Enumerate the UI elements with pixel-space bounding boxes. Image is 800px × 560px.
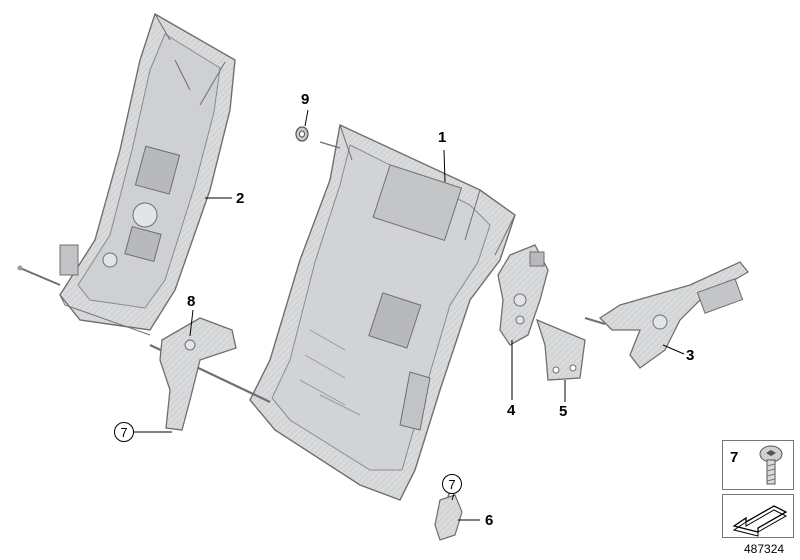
bracket-plate <box>535 318 586 381</box>
arrow-icon <box>732 505 788 537</box>
bushing <box>295 126 341 149</box>
diagram-id: 487324 <box>744 542 785 556</box>
callout-part-7-circled: 7 <box>442 474 462 494</box>
callout-part-1: 1 <box>438 129 447 146</box>
backrest-frame-main <box>249 123 516 501</box>
callout-part-5: 5 <box>559 403 568 420</box>
leader-lines <box>134 109 685 521</box>
legend-part-number: 7 <box>730 449 739 466</box>
legend-arrow-box <box>722 494 794 538</box>
legend-screw-box: 7 <box>722 440 794 490</box>
callout-part-8: 8 <box>187 293 196 310</box>
callout-part-4: 4 <box>507 402 516 419</box>
pivot-rod-left <box>19 267 61 286</box>
screw-icon <box>759 445 783 485</box>
callout-part-6: 6 <box>485 512 494 529</box>
hinge-bracket <box>584 261 749 369</box>
callout-part-2: 2 <box>236 190 245 207</box>
callout-part-9: 9 <box>301 91 310 108</box>
backrest-frame-left <box>59 12 236 336</box>
callout-part-3: 3 <box>686 347 695 364</box>
callout-part-7-circled: 7 <box>114 422 134 442</box>
lock-mechanism <box>497 244 549 346</box>
latch-bracket <box>159 317 237 431</box>
